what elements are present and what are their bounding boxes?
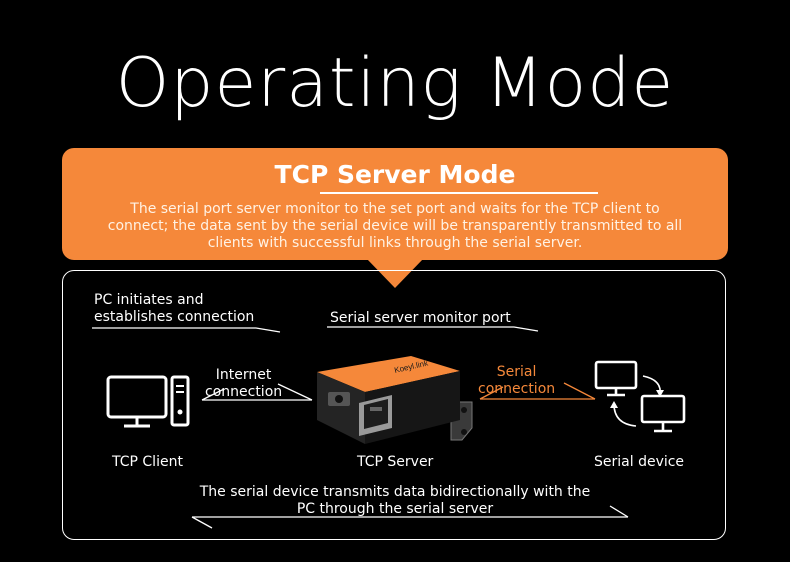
serial-connection-label: Serial connection xyxy=(478,364,555,398)
tcp-client-label: TCP Client xyxy=(112,454,183,470)
mode-description: The serial port server monitor to the se… xyxy=(107,201,683,251)
pc-initiates-note: PC initiates and establishes connection xyxy=(94,292,254,326)
mode-banner: TCP Server Mode The serial port server m… xyxy=(62,148,728,260)
serial-line1: Serial xyxy=(496,364,537,380)
serial-line2: connection xyxy=(478,381,556,397)
diagram-panel xyxy=(62,270,726,540)
internet-line2: connection xyxy=(205,384,283,400)
tcp-server-label: TCP Server xyxy=(357,454,434,470)
banner-pointer xyxy=(366,258,424,288)
mode-title-underline xyxy=(320,192,598,194)
bidir-line2: PC through the serial server xyxy=(296,501,494,517)
serial-device-label: Serial device xyxy=(594,454,685,470)
bidir-line1: The serial device transmits data bidirec… xyxy=(199,484,591,500)
bidirectional-note: The serial device transmits data bidirec… xyxy=(196,484,594,518)
mode-title: TCP Server Mode xyxy=(274,160,516,189)
monitor-port-note: Serial server monitor port xyxy=(330,310,511,326)
pc-note-line2: establishes connection xyxy=(94,309,255,325)
pc-note-line1: PC initiates and xyxy=(94,292,204,308)
internet-connection-label: Internet connection xyxy=(205,367,282,401)
page-title: Operating Mode xyxy=(115,44,675,123)
internet-line1: Internet xyxy=(215,367,272,383)
